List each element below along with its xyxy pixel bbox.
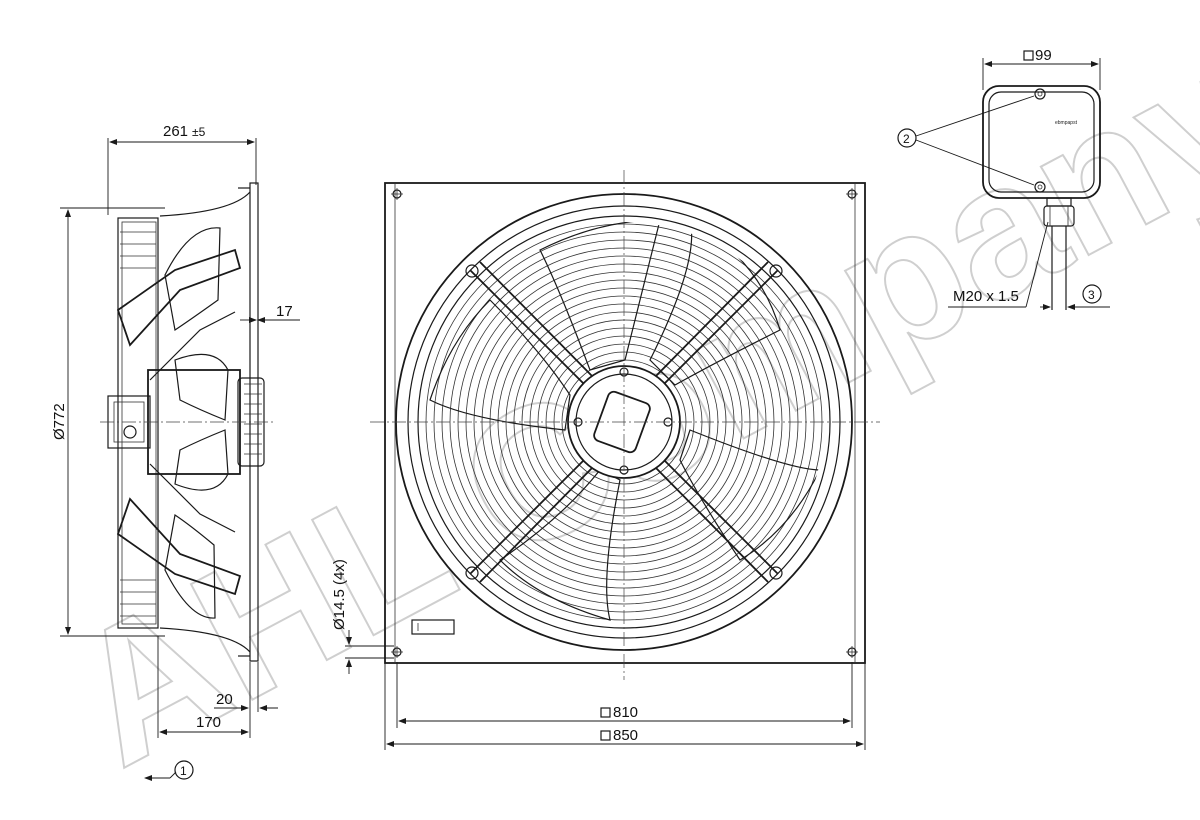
- guard-offset-dimension: 17: [276, 303, 293, 320]
- depth-tolerance: ±5: [192, 125, 206, 139]
- hole-pitch-dimension: 810: [613, 704, 638, 721]
- motor-depth-dimension: 170: [196, 714, 221, 731]
- terminal-box-view: 99 ebmpapst 2 M20 x 1.5 3: [897, 47, 1110, 310]
- depth-dimension: 261: [163, 123, 188, 140]
- thread-dimension: M20 x 1.5: [953, 288, 1019, 305]
- callout-3: 3: [1088, 288, 1095, 302]
- callout-1: 1: [180, 764, 187, 778]
- mounting-hole-group: [391, 188, 858, 658]
- callout-2: 2: [903, 132, 910, 146]
- hole-diameter-dimension: Ø14.5 (4x): [331, 559, 348, 630]
- brand-label: ebmpapst: [1055, 120, 1078, 126]
- diameter-dimension: Ø772: [51, 403, 68, 440]
- box-size-dimension: 99: [1035, 47, 1052, 64]
- guard-struts: [469, 261, 779, 583]
- flange-thickness-dimension: 20: [216, 691, 233, 708]
- front-view: Ø14.5 (4x) 810 850: [331, 170, 880, 750]
- fan-blades: [429, 222, 821, 621]
- side-view: 261 ±5 Ø772: [51, 123, 300, 781]
- plate-size-dimension: 850: [613, 727, 638, 744]
